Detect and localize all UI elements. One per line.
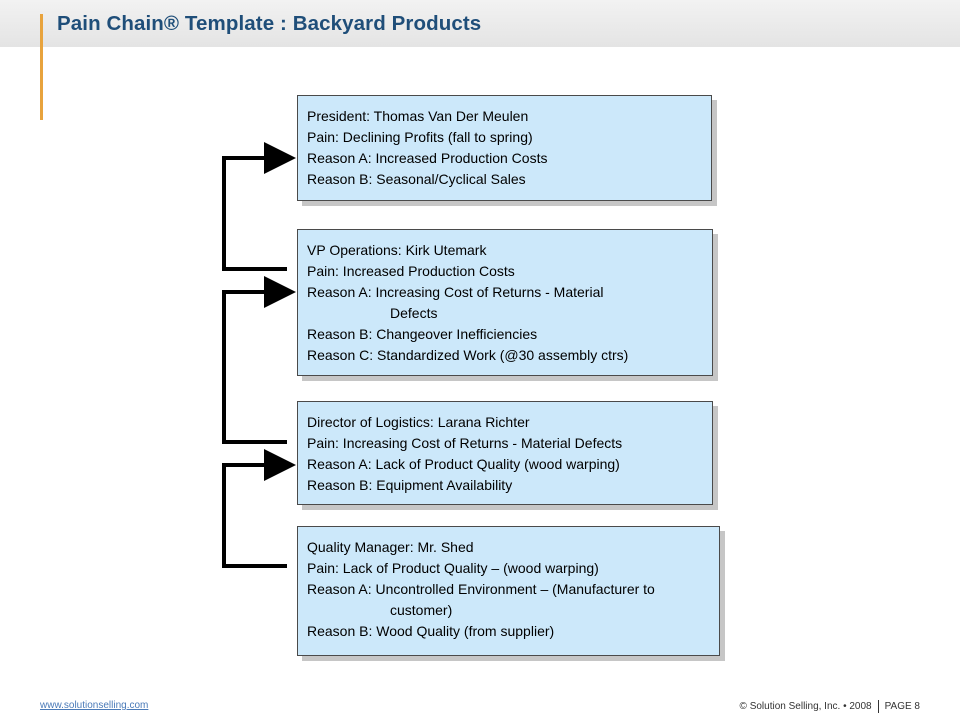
box-line: customer) (390, 602, 453, 618)
box-line: Defects (390, 305, 438, 321)
box-line: President: Thomas Van Der Meulen (307, 108, 529, 124)
box-line: Reason A: Lack of Product Quality (wood … (307, 456, 620, 472)
box-line: Reason B: Equipment Availability (307, 477, 513, 493)
pain-box-director-logistics: Director of Logistics: Larana Richter Pa… (297, 401, 713, 505)
box-line: Pain: Lack of Product Quality – (wood wa… (307, 560, 599, 576)
box-line: Pain: Declining Profits (fall to spring) (307, 129, 533, 145)
box-line: Reason B: Changeover Inefficiencies (307, 326, 538, 342)
box-line: Reason A: Increased Production Costs (307, 150, 548, 166)
box-line: Pain: Increased Production Costs (307, 263, 515, 279)
box-line: VP Operations: Kirk Utemark (307, 242, 487, 258)
footer-website-link[interactable]: www.solutionselling.com (40, 700, 149, 711)
title-band (0, 0, 960, 47)
connector-arrow-vp-to-president (222, 142, 296, 271)
page-title: Pain Chain® Template : Backyard Products (57, 12, 482, 35)
box-line: Reason A: Uncontrolled Environment – (Ma… (307, 581, 655, 597)
footer-copyright: © Solution Selling, Inc. • 2008 (739, 701, 872, 712)
box-line: Reason C: Standardized Work (@30 assembl… (307, 347, 629, 363)
box-line: Reason B: Seasonal/Cyclical Sales (307, 171, 526, 187)
connector-arrow-director-to-vp (222, 276, 296, 444)
footer-divider (877, 700, 879, 713)
pain-box-president: President: Thomas Van Der Meulen Pain: D… (297, 95, 712, 201)
accent-bar (40, 14, 43, 120)
box-line: Pain: Increasing Cost of Returns - Mater… (307, 435, 623, 451)
box-line: Reason B: Wood Quality (from supplier) (307, 623, 555, 639)
box-line: Reason A: Increasing Cost of Returns - M… (307, 284, 604, 300)
footer-info: © Solution Selling, Inc. • 2008 PAGE 8 (740, 700, 920, 713)
pain-box-vp-operations: VP Operations: Kirk Utemark Pain: Increa… (297, 229, 713, 376)
page-number: PAGE 8 (884, 701, 920, 712)
connector-arrow-quality-to-director (222, 449, 296, 568)
box-line: Director of Logistics: Larana Richter (307, 414, 530, 430)
box-line: Quality Manager: Mr. Shed (307, 539, 474, 555)
pain-box-quality-manager: Quality Manager: Mr. Shed Pain: Lack of … (297, 526, 720, 656)
